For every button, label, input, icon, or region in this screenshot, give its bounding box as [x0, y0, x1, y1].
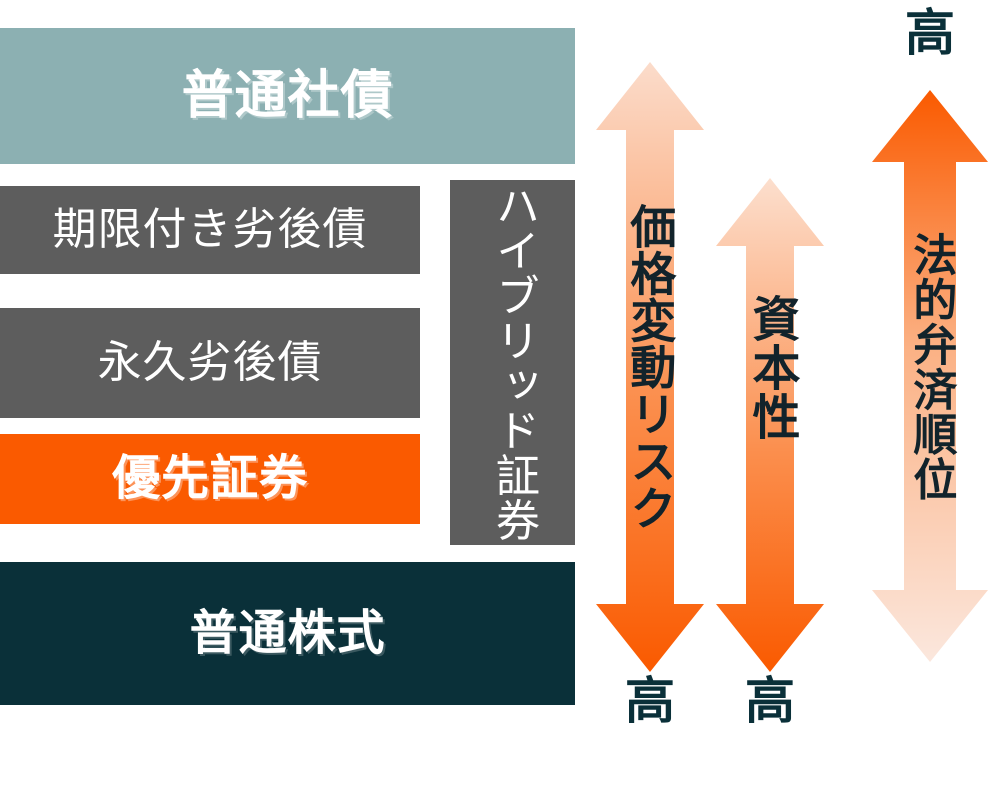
bar-preferred-securities-label: 優先証券: [112, 452, 308, 505]
bar-preferred-securities: 優先証券: [0, 434, 420, 524]
arrow-bottom-cap-equity-characteristics: 高: [745, 673, 795, 729]
bar-senior-bond-label: 普通社債: [181, 67, 394, 125]
bar-perpetual-subordinated: 永久劣後債: [0, 308, 420, 418]
bar-common-stock-label: 普通株式: [189, 606, 386, 660]
arrow-top-cap-legal-repayment-priority: 高: [905, 5, 955, 61]
arrow-price-volatility-risk: 価格変動リスク: [596, 62, 704, 672]
hybrid-securities-label: ハイブリッド証券: [488, 182, 538, 543]
arrow-legal-repayment-priority: 法的弁済順位: [872, 62, 988, 672]
hybrid-securities-band: ハイブリッド証券: [450, 180, 575, 545]
bar-dated-subordinated: 期限付き劣後債: [0, 186, 420, 274]
arrow-column-equity-characteristics: 資本性 高: [716, 4, 824, 730]
bar-perpetual-subordinated-label: 永久劣後債: [97, 338, 323, 387]
arrow-bottom-cap-price-volatility-risk: 高: [625, 673, 675, 729]
arrow-column-legal-repayment-priority: 高 法的弁済順位: [872, 4, 988, 730]
bar-senior-bond: 普通社債: [0, 28, 575, 164]
bar-common-stock: 普通株式: [0, 562, 575, 705]
arrow-equity-characteristics: 資本性: [716, 62, 824, 672]
arrow-column-price-volatility-risk: 価格変動リスク 高: [596, 4, 704, 730]
bar-dated-subordinated-label: 期限付き劣後債: [52, 205, 368, 254]
